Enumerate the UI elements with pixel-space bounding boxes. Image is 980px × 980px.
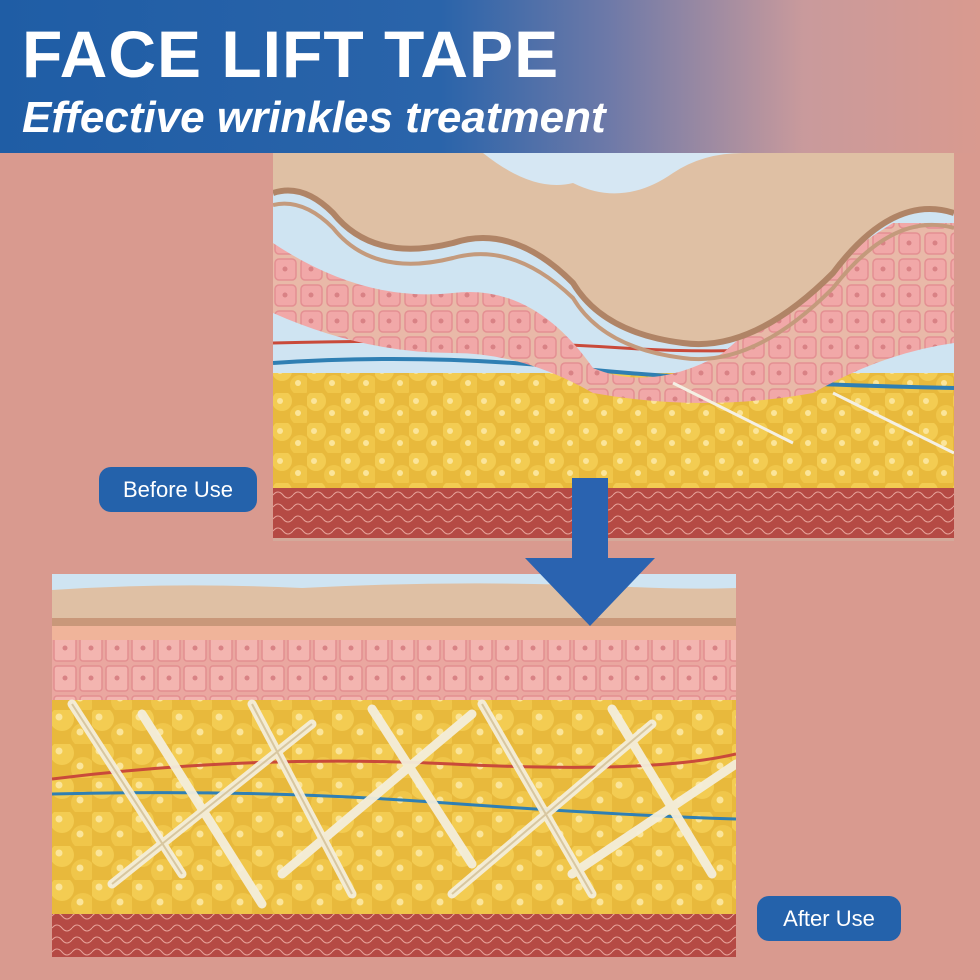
- before-use-label: Before Use: [99, 467, 257, 512]
- before-skin-illustration: [273, 153, 954, 541]
- page-title: FACE LIFT TAPE: [22, 17, 560, 91]
- arrow-down-icon: [520, 478, 660, 628]
- header-banner: [0, 0, 980, 153]
- after-use-label: After Use: [757, 896, 901, 941]
- after-skin-illustration: [52, 574, 736, 957]
- page-subtitle: Effective wrinkles treatment: [22, 93, 606, 142]
